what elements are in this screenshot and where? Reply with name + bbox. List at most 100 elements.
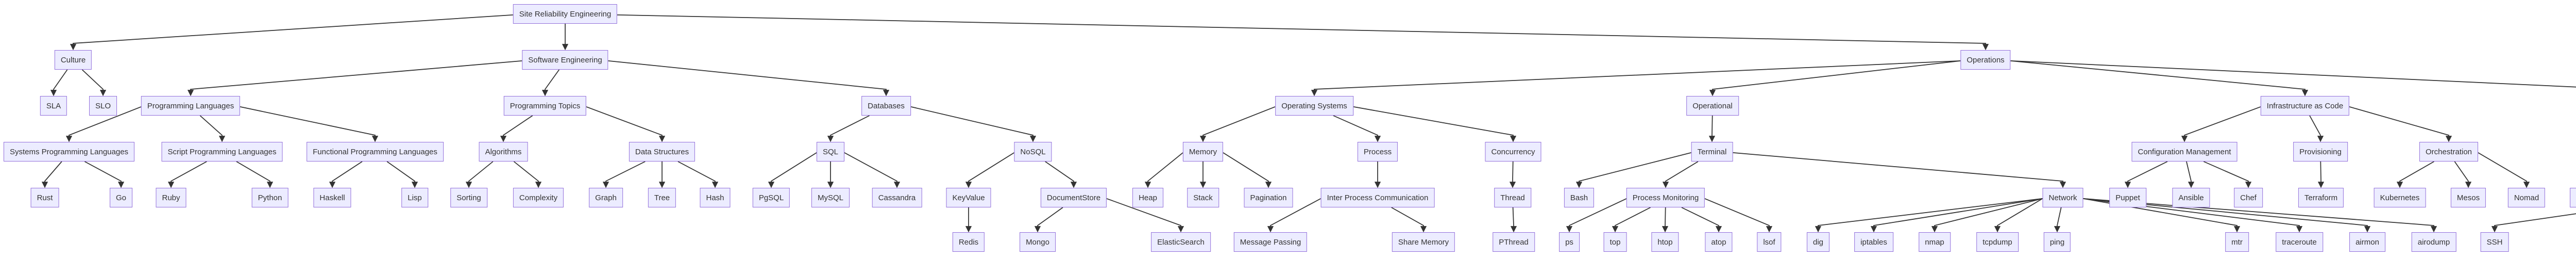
node-operations: Operations: [1960, 50, 2011, 70]
node-nomad: Nomad: [2507, 188, 2546, 207]
edge-operating-systems-to-memory: [1199, 106, 1276, 142]
node-provisioning: Provisioning: [2293, 142, 2348, 162]
edge-operations-to-operational: [1709, 60, 1961, 96]
edge-inter-process-communication-to-message-passing: [1267, 198, 1321, 233]
edge-culture-to-sla: [50, 69, 68, 96]
node-data-structures: Data Structures: [629, 142, 696, 162]
node-network: Network: [2042, 188, 2083, 207]
node-go: Go: [109, 188, 133, 207]
node-sql: SQL: [816, 142, 845, 162]
node-keyvalue: KeyValue: [946, 188, 991, 207]
node-nmap: nmap: [1919, 232, 1951, 252]
edge-site-reliability-engineering-to-operations: [617, 14, 1989, 51]
edge-databases-to-sql: [827, 115, 870, 142]
node-rust: Rust: [30, 188, 59, 207]
node-process-monitoring: Process Monitoring: [1626, 188, 1705, 207]
edge-network-to-tcpdump: [1994, 198, 2043, 233]
edge-functional-programming-languages-to-lisp: [386, 161, 418, 188]
edge-network-to-iptables: [1870, 198, 2043, 233]
node-elasticsearch: ElasticSearch: [1151, 232, 1211, 252]
node-traceroute: traceroute: [2276, 232, 2323, 252]
node-infrastructure-as-code: Infrastructure as Code: [2260, 96, 2350, 116]
node-ssh: SSH: [2480, 232, 2509, 252]
node-ping: ping: [2043, 232, 2071, 252]
node-graph: Graph: [589, 188, 623, 207]
node-memory: Memory: [1182, 142, 1224, 162]
node-programming-languages: Programming Languages: [141, 96, 241, 116]
node-chef: Chef: [2234, 188, 2263, 207]
node-stack: Stack: [1187, 188, 1219, 207]
node-message-passing: Message Passing: [1233, 232, 1308, 252]
edge-data-structures-to-graph: [602, 161, 646, 188]
node-ps: ps: [1559, 232, 1580, 252]
edge-sql-to-cassandra: [844, 152, 901, 188]
node-concurrency: Concurrency: [1485, 142, 1541, 162]
edge-programming-languages-to-script-programming-languages: [199, 115, 226, 142]
node-atop: atop: [1705, 232, 1733, 252]
edge-software-engineering-to-programming-languages: [187, 60, 522, 96]
node-systems-programming-languages: Systems Programming Languages: [3, 142, 135, 162]
node-programming-topics: Programming Topics: [503, 96, 587, 116]
node-dig: dig: [1806, 232, 1830, 252]
edge-network-to-dig: [1815, 198, 2043, 233]
edge-network-to-mtr: [2083, 198, 2241, 233]
edge-process-monitoring-to-top: [1612, 207, 1651, 233]
edge-functional-programming-languages-to-haskell: [329, 161, 363, 188]
edge-configuration-management-to-ansible: [2186, 161, 2195, 188]
edge-script-programming-languages-to-python: [236, 161, 274, 188]
node-heap: Heap: [1132, 188, 1163, 207]
edge-network-to-airodump: [2083, 198, 2437, 233]
edge-configuration-management-to-chef: [2203, 161, 2252, 188]
node-redis: Redis: [952, 232, 985, 252]
node-software-engineering: Software Engineering: [522, 50, 608, 70]
node-algorithms: Algorithms: [479, 142, 528, 162]
edge-databases-to-nosql: [910, 106, 1037, 142]
node-cassandra: Cassandra: [872, 188, 922, 207]
node-sorting: Sorting: [450, 188, 487, 207]
edge-terminal-to-process-monitoring: [1662, 161, 1699, 188]
edge-network-to-airmon: [2083, 198, 2371, 233]
node-terminal: Terminal: [1691, 142, 1733, 162]
edge-algorithms-to-complexity: [513, 161, 542, 188]
node-thread: Thread: [1494, 188, 1531, 207]
edge-memory-to-heap: [1144, 152, 1183, 188]
edge-process-monitoring-to-ps: [1566, 198, 1627, 233]
edge-tcp-to-ssh: [2491, 213, 2576, 233]
edge-network-to-traceroute: [2083, 198, 2303, 233]
edge-process-monitoring-to-htop: [1662, 207, 1669, 233]
edge-operating-systems-to-concurrency: [1353, 106, 1517, 142]
node-ruby: Ruby: [156, 188, 187, 207]
node-operational: Operational: [1686, 96, 1739, 116]
edge-orchestration-to-kubernetes: [2396, 161, 2434, 188]
node-top: top: [1603, 232, 1627, 252]
node-mongo: Mongo: [1020, 232, 1056, 252]
edge-terminal-to-bash: [1575, 152, 1691, 188]
node-lsof: lsof: [1757, 232, 1782, 252]
edge-memory-to-pagination: [1223, 152, 1272, 188]
edge-systems-programming-languages-to-rust: [41, 161, 62, 188]
edge-infrastructure-as-code-to-provisioning: [2309, 115, 2324, 142]
node-orchestration: Orchestration: [2419, 142, 2479, 162]
edge-documentstore-to-elasticsearch: [1106, 198, 1184, 233]
edge-nosql-to-documentstore: [1045, 161, 1077, 188]
node-puppet: Puppet: [2109, 188, 2146, 207]
node-pagination: Pagination: [1244, 188, 1293, 207]
node-htop: htop: [1651, 232, 1679, 252]
node-python: Python: [251, 188, 289, 207]
node-complexity: Complexity: [513, 188, 564, 207]
edge-orchestration-to-nomad: [2478, 152, 2530, 188]
edge-operations-to-infrastructure-as-code: [2010, 60, 2309, 96]
edge-network-to-ping: [2054, 207, 2062, 233]
node-airodump: airodump: [2411, 232, 2456, 252]
edge-orchestration-to-mesos: [2454, 161, 2472, 188]
node-operating-systems: Operating Systems: [1275, 96, 1353, 116]
edge-script-programming-languages-to-ruby: [167, 161, 207, 188]
node-ansible: Ansible: [2172, 188, 2210, 207]
edge-network-to-nmap: [1931, 198, 2043, 233]
edge-software-engineering-to-databases: [608, 60, 890, 96]
edge-data-structures-to-hash: [677, 161, 719, 188]
node-mysql: MySQL: [811, 188, 850, 207]
edge-operational-to-terminal: [1708, 115, 1716, 142]
